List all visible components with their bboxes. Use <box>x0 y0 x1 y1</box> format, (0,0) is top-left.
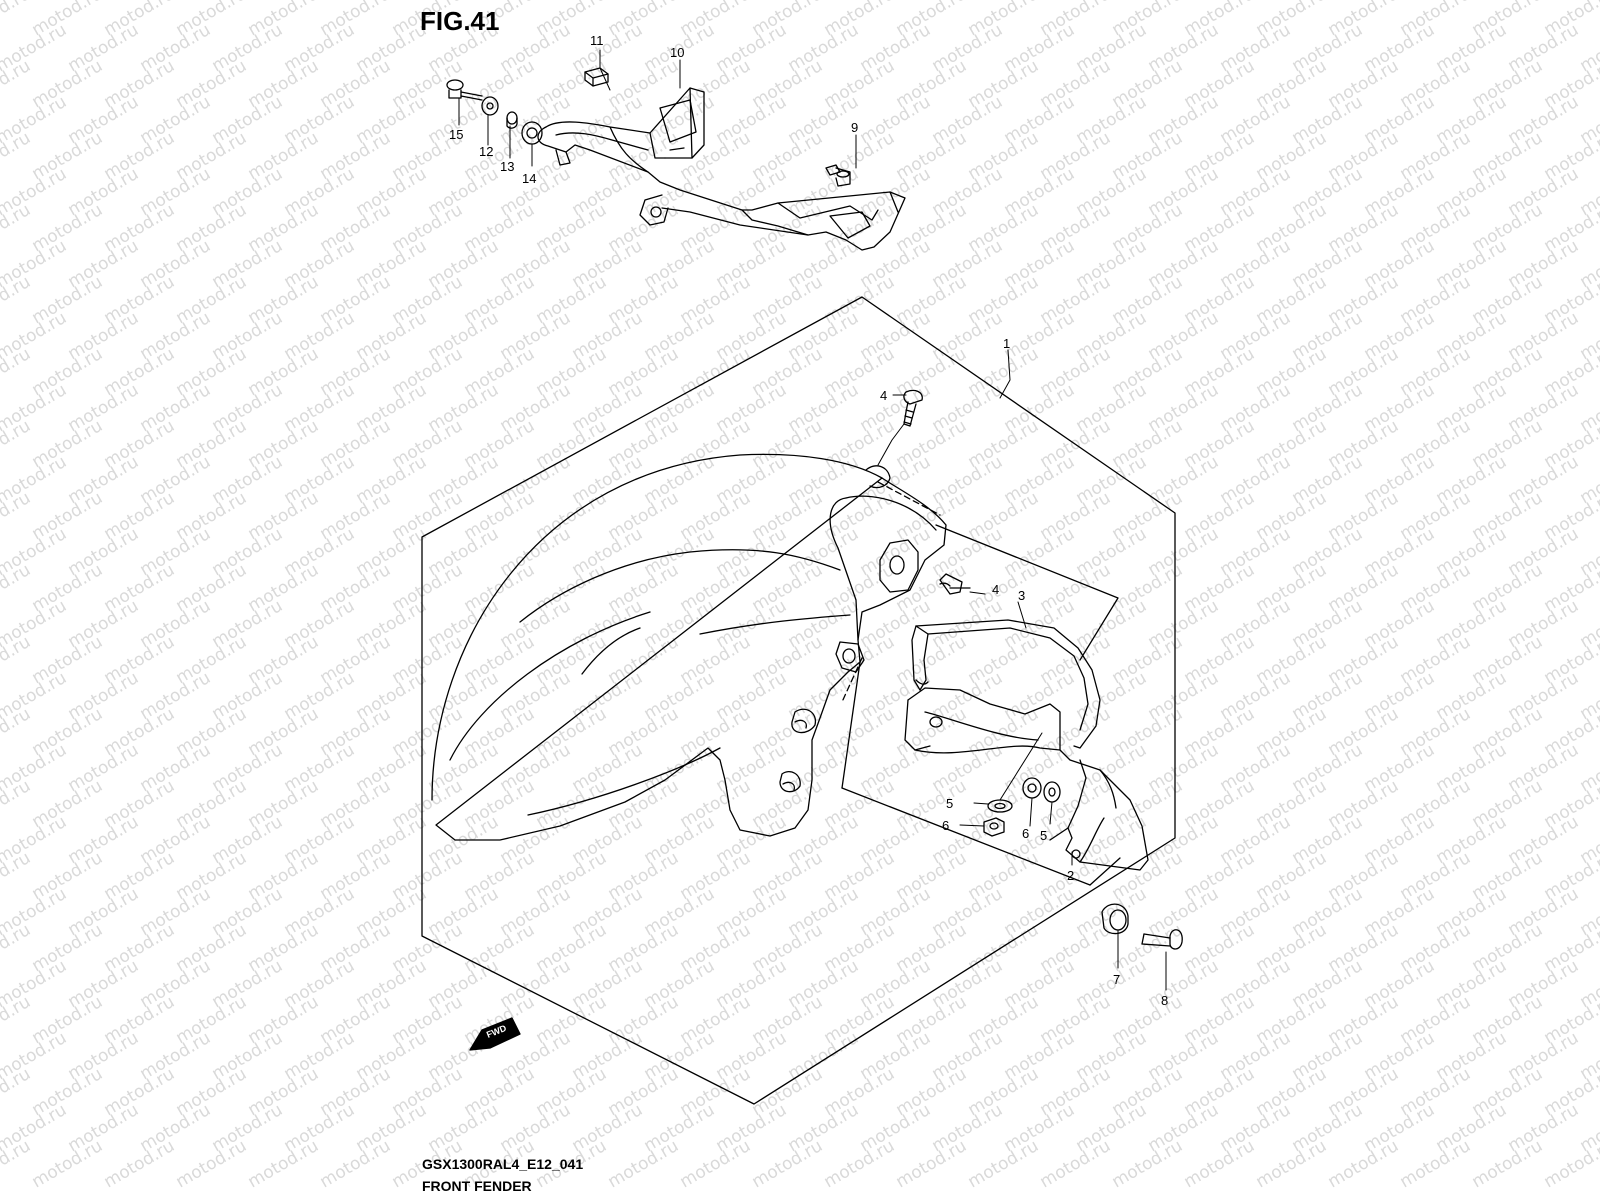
callout-10: 10 <box>670 45 684 60</box>
section-name: FRONT FENDER <box>422 1178 532 1194</box>
part-13-collar[interactable] <box>506 111 518 129</box>
leader-lines <box>458 49 1167 991</box>
part-4-screw-lower[interactable] <box>939 573 971 595</box>
callout-4-upper: 4 <box>880 388 887 403</box>
assembly-frame <box>421 296 1176 1105</box>
forward-direction-arrow <box>469 1017 521 1051</box>
callout-12: 12 <box>479 144 493 159</box>
part-15-bolt[interactable] <box>446 79 483 101</box>
callout-8: 8 <box>1161 993 1168 1008</box>
part-3-brace[interactable] <box>911 619 1101 749</box>
part-12-washer[interactable] <box>481 96 499 116</box>
part-5-washer-right[interactable] <box>1043 781 1061 803</box>
callout-15: 15 <box>449 127 463 142</box>
part-2-rear-mudguard[interactable] <box>904 687 1149 871</box>
part-4-screw-upper[interactable] <box>903 389 923 427</box>
figure-title: FIG.41 <box>420 6 500 36</box>
part-8-bolt[interactable] <box>1141 929 1183 950</box>
part-6-grommet-right[interactable] <box>1022 777 1042 799</box>
callout-3: 3 <box>1018 588 1025 603</box>
drawing-code: GSX1300RAL4_E12_041 <box>422 1156 584 1172</box>
callout-4-lower: 4 <box>992 582 999 597</box>
callout-14: 14 <box>522 171 536 186</box>
callout-6-left: 6 <box>942 818 949 833</box>
part-6-nut-left[interactable] <box>983 817 1005 837</box>
callout-5-right: 5 <box>1040 828 1047 843</box>
callout-2: 2 <box>1067 868 1074 883</box>
callout-5-left: 5 <box>946 796 953 811</box>
callout-labels: 1 2 3 4 4 5 5 6 6 7 8 9 10 11 12 13 14 1… <box>449 33 1168 1040</box>
callout-1: 1 <box>1003 336 1010 351</box>
callout-11: 11 <box>590 33 604 48</box>
callout-6-right: 6 <box>1022 826 1029 841</box>
part-7-spacer[interactable] <box>1101 903 1129 935</box>
part-5-washer-left[interactable] <box>987 799 1013 813</box>
part-1-front-fender[interactable] <box>431 453 947 841</box>
callout-7: 7 <box>1113 972 1120 987</box>
part-9-stud[interactable] <box>825 164 851 187</box>
fender-bracket[interactable] <box>537 87 906 251</box>
callout-13: 13 <box>500 159 514 174</box>
callout-9: 9 <box>851 120 858 135</box>
